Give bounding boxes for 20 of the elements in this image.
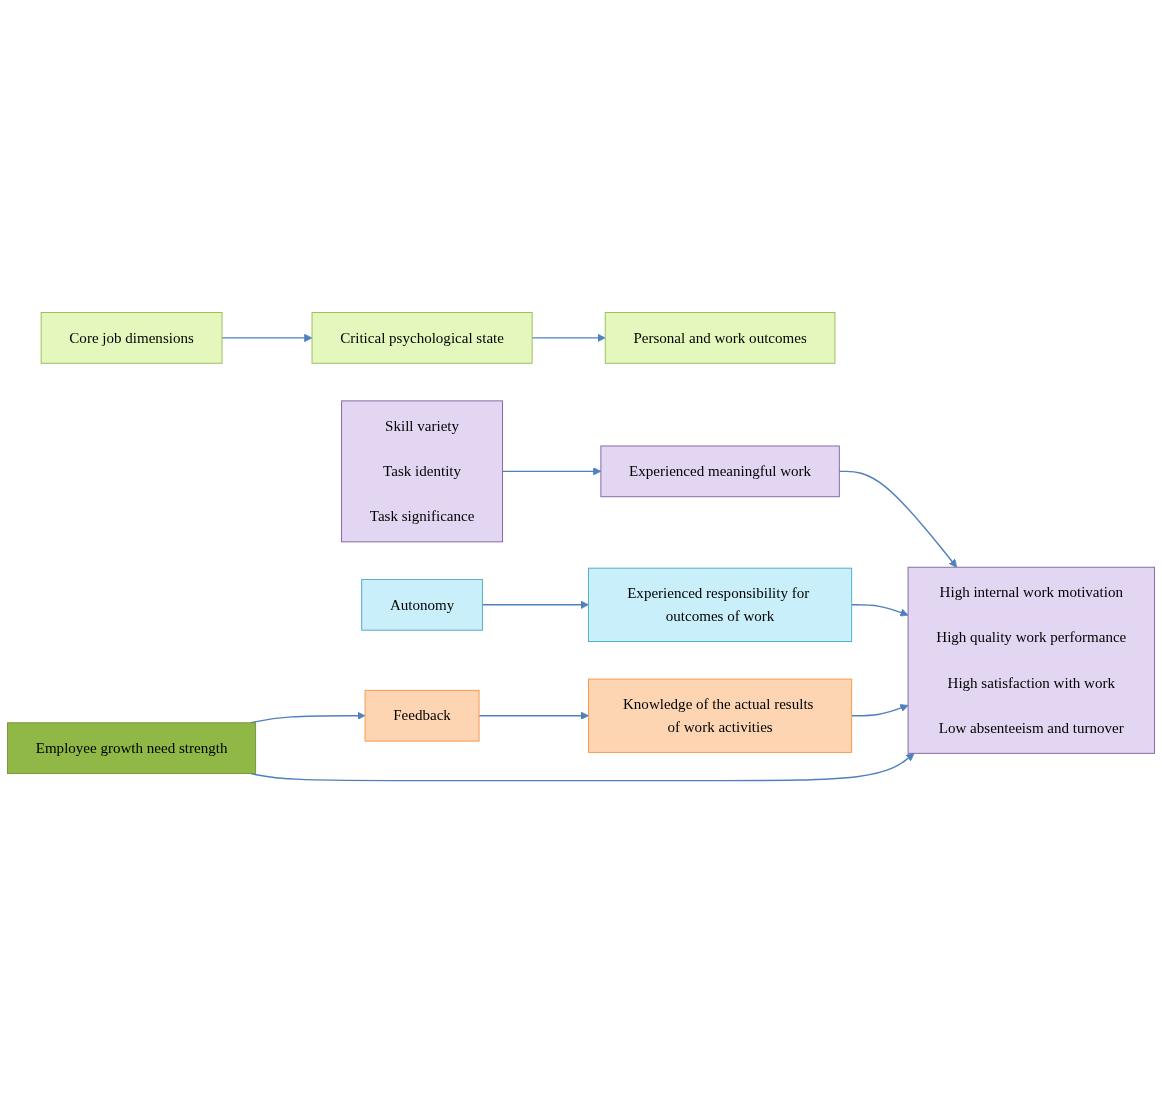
node-box: Skill variety Task identity Task significance xyxy=(341,400,504,543)
arrow xyxy=(850,704,909,717)
arrow xyxy=(250,712,366,724)
node-box: Employee growth need strength xyxy=(7,722,257,775)
node-box: Personal and work outcomes xyxy=(604,312,836,365)
arrow xyxy=(501,467,602,476)
node-box: Feedback xyxy=(364,690,480,742)
node-box: High internal work motivation High quality work performance High satisfaction with work Low absenteeism and turnover xyxy=(907,567,1155,755)
node-box: Experienced meaningful work xyxy=(600,445,840,498)
node-box: Core job dimensions xyxy=(40,312,223,365)
node-box: Experienced responsibility for outcomes of work xyxy=(588,568,853,643)
arrow xyxy=(850,604,909,617)
node-box: Knowledge of the actual results of work activities xyxy=(588,679,853,754)
node-box: Critical psychological state xyxy=(311,312,533,365)
arrow xyxy=(531,334,606,343)
arrow xyxy=(838,471,958,569)
arrow xyxy=(481,601,589,610)
node-box: Autonomy xyxy=(361,579,483,632)
arrow xyxy=(221,334,313,343)
arrow xyxy=(478,712,589,721)
